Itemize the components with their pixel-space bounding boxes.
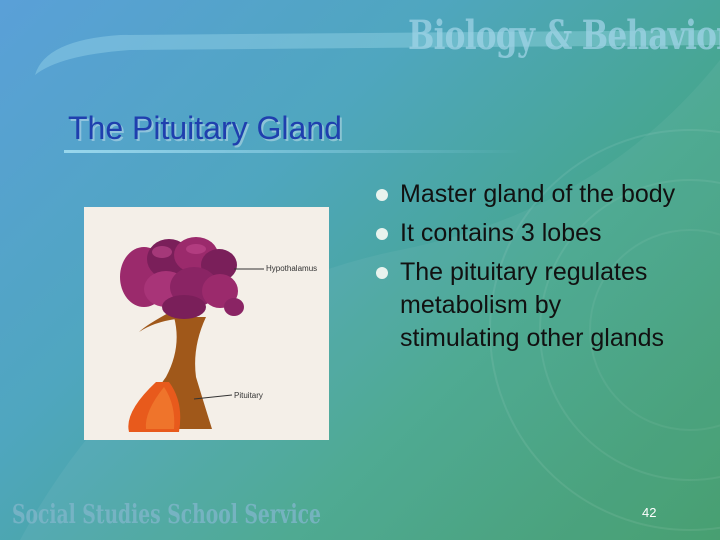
bullet-item: It contains 3 lobes (376, 217, 676, 250)
bullet-text: It contains 3 lobes (400, 219, 602, 247)
bullet-text: Master gland of the body (400, 180, 676, 208)
bullet-list: Master gland of the body It contains 3 l… (376, 178, 676, 361)
slide-title: The Pituitary Gland (68, 110, 342, 146)
header-brand: Biology & Behavior (408, 12, 720, 59)
bullet-text: The pituitary regulates metabolism by st… (400, 258, 665, 352)
bullet-dot-icon (376, 189, 388, 201)
gland-illustration (120, 237, 264, 432)
bullet-dot-icon (376, 267, 388, 279)
page-number: 42 (642, 505, 657, 520)
bullet-item: The pituitary regulates metabolism by st… (376, 256, 676, 355)
hypothalamus-label: Hypothalamus (266, 264, 318, 273)
pituitary-figure: Hypothalamus Pituitary (84, 207, 329, 440)
bullet-item: Master gland of the body (376, 178, 676, 211)
footer-brand: Social Studies School Service (12, 500, 321, 530)
pituitary-label: Pituitary (234, 391, 263, 400)
title-underline (64, 150, 524, 153)
bullet-dot-icon (376, 228, 388, 240)
